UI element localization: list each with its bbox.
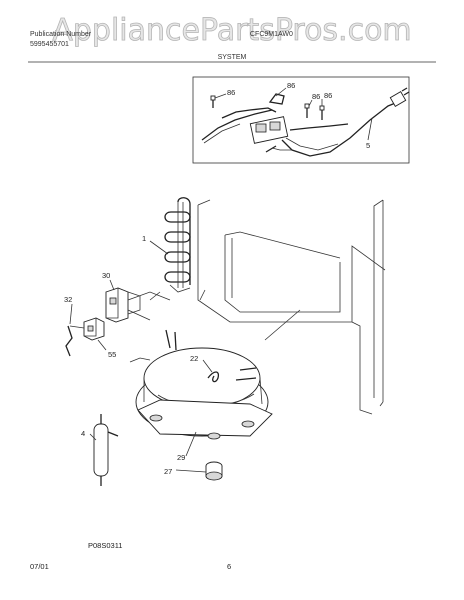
callout-55: 55 — [108, 350, 116, 359]
callout-22: 22 — [190, 354, 198, 363]
leader-1 — [149, 240, 169, 255]
callout-labels: 1 30 32 55 22 4 29 27 — [64, 234, 198, 476]
watermark-text: AppliancePartsPros.com — [52, 13, 411, 48]
page-header: Publication Number 5995455701 CFC9M1AW0 … — [28, 31, 436, 63]
screw-86c — [319, 105, 325, 120]
leader-55 — [97, 339, 107, 351]
leader-4 — [89, 433, 97, 441]
leader-lines — [69, 240, 213, 473]
footer-page-number: 6 — [227, 562, 231, 571]
callout-86c: 86 — [312, 92, 320, 101]
relay-overload-assembly — [105, 287, 171, 323]
drawing-code: P08S0311 — [88, 541, 122, 550]
wiring-harness-inset: 86 86 86 86 5 — [192, 76, 410, 164]
leader-32 — [69, 303, 73, 325]
callout-1: 1 — [142, 234, 146, 243]
leader-30 — [109, 279, 115, 291]
callout-5: 5 — [366, 141, 370, 150]
screw-86b — [304, 103, 310, 118]
publication-label: Publication Number — [30, 31, 92, 38]
compressor-clip — [207, 371, 220, 383]
section-title: SYSTEM — [218, 54, 247, 61]
leader-86b — [275, 87, 287, 97]
leader-5 — [367, 117, 373, 141]
callout-86d: 86 — [324, 91, 332, 100]
callout-32: 32 — [64, 295, 72, 304]
callout-30: 30 — [102, 271, 110, 280]
rubber-grommet — [205, 461, 223, 481]
callout-27: 27 — [164, 467, 172, 476]
model-number: CFC9M1AW0 — [250, 31, 293, 38]
wiring-harness — [201, 87, 410, 157]
screw-86a — [210, 95, 216, 108]
overload-protector — [83, 317, 105, 341]
leader-27 — [175, 469, 207, 473]
compressor — [129, 329, 273, 440]
leader-86c — [308, 99, 313, 107]
filter-drier — [93, 414, 119, 486]
callout-86b: 86 — [287, 81, 295, 90]
leader-86a — [214, 93, 227, 99]
inset-frame — [192, 76, 410, 164]
freezer-cabinet — [149, 199, 386, 415]
callout-4: 4 — [81, 429, 85, 438]
footer-date: 07/01 — [30, 562, 49, 571]
condenser-coil — [164, 197, 191, 293]
compressor-wire — [65, 325, 85, 357]
callout-29: 29 — [177, 453, 185, 462]
leader-29 — [185, 431, 197, 457]
leader-22 — [202, 359, 213, 373]
publication-number: 5995455701 — [30, 41, 69, 48]
callout-86a: 86 — [227, 88, 235, 97]
